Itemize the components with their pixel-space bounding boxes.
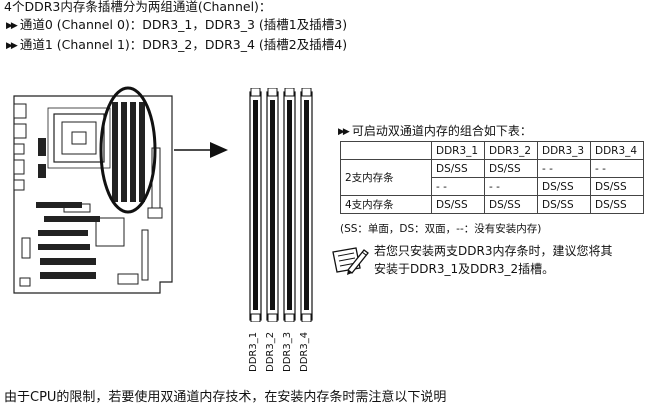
table-cell: - - — [431, 177, 485, 196]
table-row: 2支内存条 DS/SS DS/SS - - - - — [340, 159, 644, 196]
table-col-header: DDR3_2 — [484, 141, 538, 160]
table-cell: DS/SS — [431, 195, 485, 214]
slot-label-1: DDR3_1 — [248, 331, 259, 372]
table-cell: - - — [590, 159, 644, 178]
note-line-2: 安装于DDR3_1及DDR3_2插槽。 — [374, 262, 555, 276]
table-cell: DS/SS — [590, 195, 644, 214]
table-title: 可启动双通道内存的组合如下表： — [351, 124, 532, 138]
channel0-text: 通道0 (Channel 0)：DDR3_1，DDR3_3 (插槽1及插槽3) — [19, 17, 348, 32]
table-cell: DS/SS — [431, 159, 485, 178]
table-cell: DS/SS — [537, 177, 591, 196]
table-row: - - - - DS/SS DS/SS — [341, 177, 644, 196]
note-line-1: 若您只安装两支DDR3内存条时，建议您将其 — [374, 244, 613, 258]
table-cell: DS/SS — [484, 195, 538, 214]
table-header-row: DDR3_1 DDR3_2 DDR3_3 DDR3_4 — [340, 141, 644, 160]
table-col-header: DDR3_1 — [431, 141, 485, 160]
slot-label-4: DDR3_4 — [299, 331, 310, 372]
table-corner-cell — [340, 141, 432, 160]
table-cell: - - — [484, 177, 538, 196]
double-arrow-icon: ▶▶ — [338, 127, 350, 137]
row-label-2-modules: 2支内存条 — [340, 159, 432, 196]
dimm-slot-2 — [266, 88, 279, 322]
channel0-line: ▶▶通道0 (Channel 0)：DDR3_1，DDR3_3 (插槽1及插槽3… — [6, 17, 347, 34]
double-arrow-icon: ▶▶ — [6, 41, 18, 51]
table-title-line: ▶▶可启动双通道内存的组合如下表： — [338, 123, 532, 140]
dimm-slot-1 — [249, 88, 262, 322]
channel1-line: ▶▶通道1 (Channel 1)：DDR3_2，DDR3_4 (插槽2及插槽4… — [6, 37, 347, 54]
channel-combination-table: DDR3_1 DDR3_2 DDR3_3 DDR3_4 2支内存条 DS/SS … — [340, 141, 644, 214]
intro-title: 4个DDR3内存条插槽分为两组通道(Channel)： — [4, 0, 272, 14]
note-pencil-icon — [332, 247, 369, 275]
table-row: 4支内存条 DS/SS DS/SS DS/SS DS/SS — [340, 195, 644, 214]
slot-label-2: DDR3_2 — [265, 331, 276, 372]
footer-text: 由于CPU的限制，若要使用双通道内存技术，在安装内存条时需注意以下说明 — [4, 390, 447, 405]
motherboard-diagram — [13, 86, 228, 294]
table-col-header: DDR3_3 — [537, 141, 591, 160]
table-cell: DS/SS — [484, 159, 538, 178]
double-arrow-icon: ▶▶ — [6, 21, 18, 31]
table-col-header: DDR3_4 — [590, 141, 644, 160]
dimm-slot-3 — [283, 88, 296, 322]
row-label-4-modules: 4支内存条 — [340, 195, 432, 214]
channel1-text: 通道1 (Channel 1)：DDR3_2，DDR3_4 (插槽2及插槽4) — [19, 37, 348, 52]
table-cell: - - — [537, 159, 591, 178]
slot-label-3: DDR3_3 — [282, 331, 293, 372]
dimm-slot-4 — [300, 88, 313, 322]
table-cell: DS/SS — [590, 177, 644, 196]
dimm-slots-enlarged — [249, 88, 313, 322]
table-legend: (SS：单面，DS：双面，--：没有安装内存) — [340, 223, 542, 235]
table-cell: DS/SS — [537, 195, 591, 214]
